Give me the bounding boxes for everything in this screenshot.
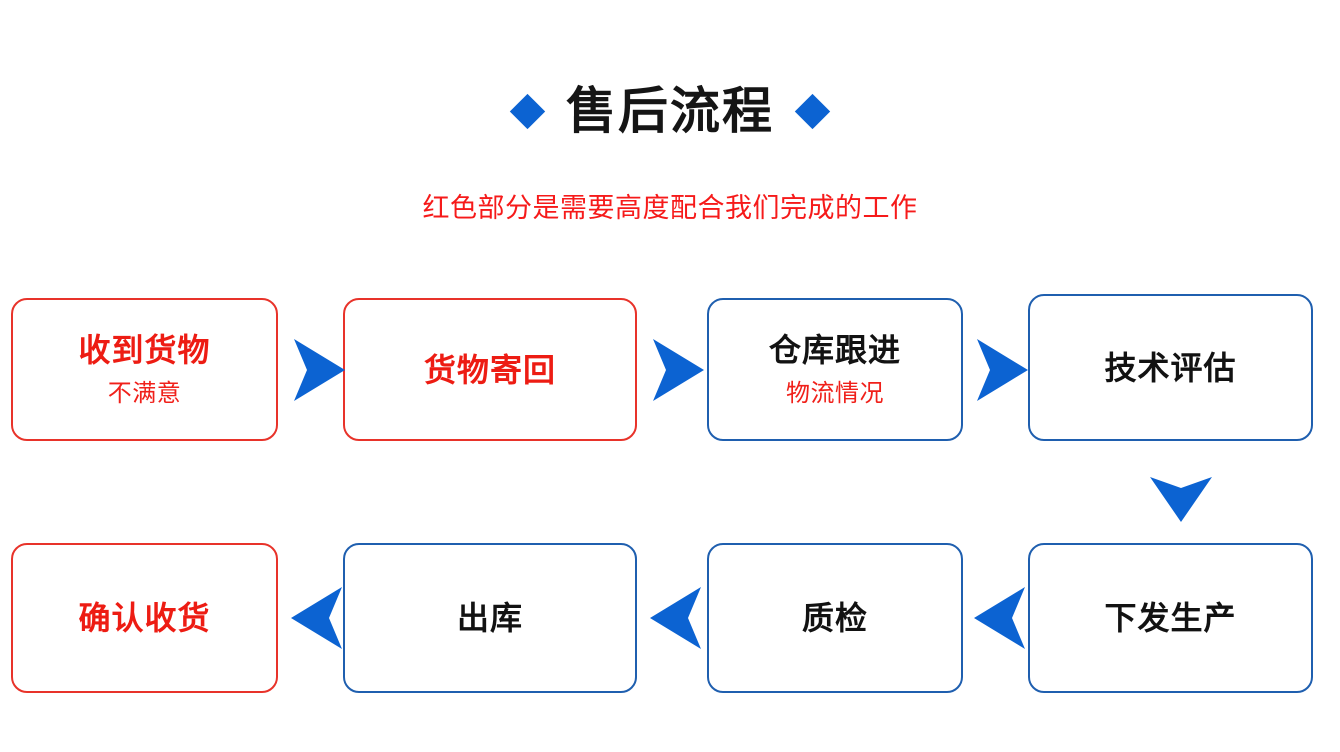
page-title: 售后流程 [566,83,774,139]
flow-node-title: 下发生产 [1104,600,1237,636]
flow-node-receive-goods[interactable]: 收到货物 不满意 [11,298,278,441]
flow-node-title: 技术评估 [1104,349,1237,386]
arrow-left-icon-3 [291,587,345,649]
flow-node-release-production[interactable]: 下发生产 [1028,543,1313,693]
page-title-row: 售后流程 [0,82,1340,140]
flow-node-technical-assessment[interactable]: 技术评估 [1028,294,1313,441]
flow-node-quality-check[interactable]: 质检 [707,543,963,693]
arrow-right-icon-1 [291,339,345,401]
arrow-right-icon-2 [650,339,704,401]
flow-node-title: 确认收货 [78,600,211,636]
flow-node-title: 质检 [801,600,868,636]
flow-node-send-back[interactable]: 货物寄回 [343,298,637,441]
flow-node-title: 收到货物 [78,331,211,368]
flow-node-warehouse-followup[interactable]: 仓库跟进 物流情况 [707,298,963,441]
flow-node-outbound[interactable]: 出库 [343,543,637,693]
flow-node-subtitle: 物流情况 [786,379,884,407]
flow-node-confirm-receipt[interactable]: 确认收货 [11,543,278,693]
arrow-down-icon-1 [1150,474,1212,522]
diamond-icon-left [509,93,546,129]
flow-node-title: 出库 [456,600,523,636]
flow-node-title: 仓库跟进 [768,331,901,368]
arrow-left-icon-2 [650,587,704,649]
arrow-right-icon-3 [974,339,1028,401]
flow-node-subtitle: 不满意 [107,379,182,407]
page-subtitle: 红色部分是需要高度配合我们完成的工作 [422,193,918,223]
flow-node-title: 货物寄回 [423,351,556,388]
arrow-left-icon-1 [974,587,1028,649]
diamond-icon-right [794,93,831,129]
